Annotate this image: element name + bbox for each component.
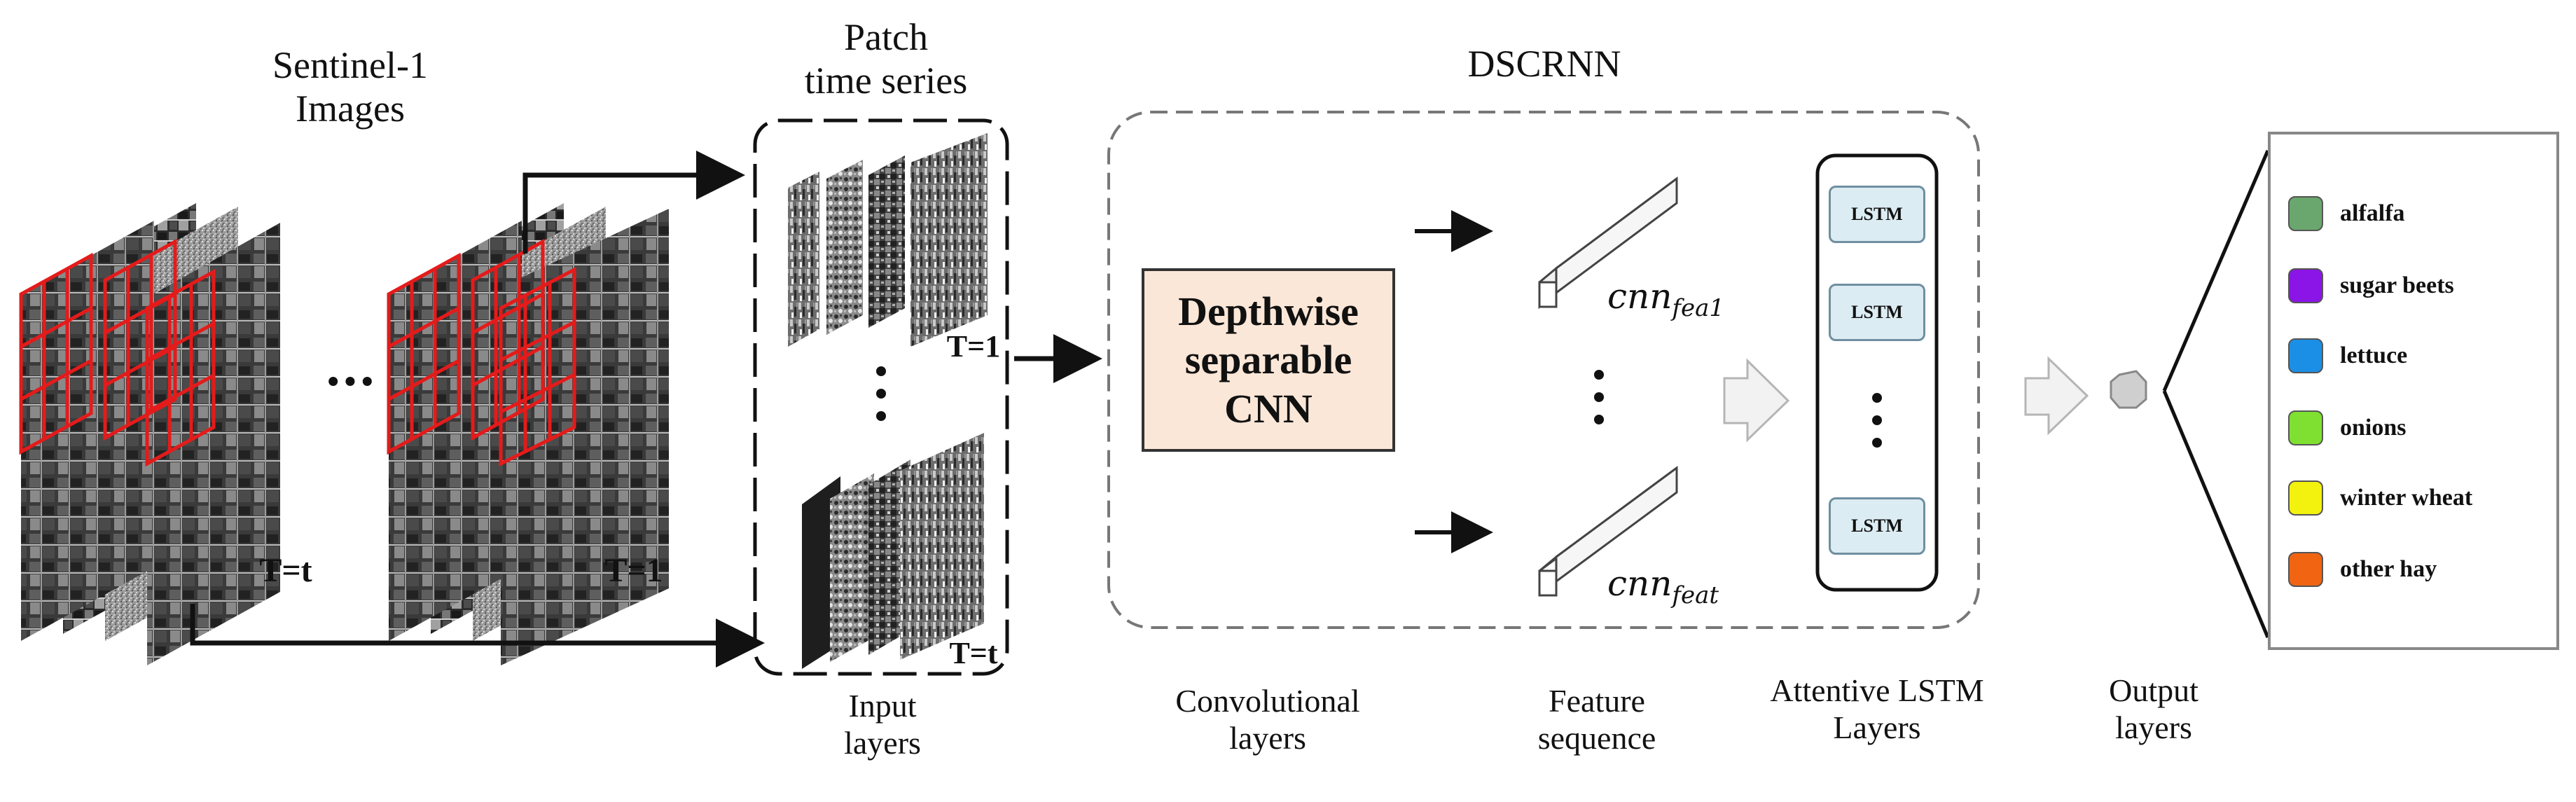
- red-grid-overlay-2: [387, 238, 576, 467]
- stack-ellipsis: ···: [324, 352, 376, 410]
- legend-swatch: [2288, 410, 2323, 445]
- legend-label: lettuce: [2340, 343, 2408, 368]
- legend-swatch: [2288, 196, 2323, 231]
- legend-item-lettuce: lettuce: [2288, 336, 2407, 375]
- legend-label: other hay: [2340, 556, 2437, 582]
- legend-label: onions: [2340, 415, 2407, 441]
- patch-title-line2: time series: [804, 60, 968, 102]
- dscrnn-box: [1107, 111, 1980, 629]
- caption-feature-line2: sequence: [1537, 719, 1656, 756]
- caption-conv-line2: layers: [1229, 719, 1306, 756]
- patch-stack-bottom: [802, 433, 984, 669]
- patch-box: [753, 118, 1009, 676]
- legend-swatch: [2288, 268, 2323, 303]
- fan-line-bottom: [2162, 390, 2270, 638]
- arrow-bottom-to-patch: [190, 604, 765, 668]
- image-stack-1: [387, 203, 669, 665]
- cnn-box-line1: Depthwise: [1178, 288, 1359, 334]
- cnn-box-line3: CNN: [1224, 385, 1313, 431]
- sentinel-title: Sentinel-1 Images: [210, 43, 490, 130]
- lstm-cell-1: LSTM: [1829, 186, 1925, 243]
- lstm-cell-2: LSTM: [1829, 284, 1925, 341]
- hollow-arrow-to-output: [2024, 356, 2089, 436]
- feature-vector-1: [1538, 177, 1678, 310]
- red-grid-overlay: [19, 238, 216, 467]
- patch-title: Patch time series: [753, 15, 1019, 102]
- caption-attentive-lstm-layers: Attentive LSTM Layers: [1730, 672, 2024, 747]
- feature-label-1-base: cnn: [1607, 276, 1673, 317]
- legend-item-other-hay: other hay: [2288, 550, 2437, 589]
- fan-line-top: [2162, 150, 2270, 392]
- legend-item-onions: onions: [2288, 408, 2407, 448]
- caption-convolutional-layers: Convolutional layers: [1121, 683, 1415, 757]
- patch-title-line1: Patch: [844, 16, 928, 58]
- feature-vector-t: [1538, 466, 1678, 597]
- caption-output-line1: Output: [2109, 672, 2198, 708]
- arrow-top-to-patch: [522, 151, 745, 254]
- patch-time-label-t: T=t: [949, 636, 998, 670]
- feature-label-1-sub: fea1: [1672, 294, 1725, 322]
- legend-label: winter wheat: [2340, 485, 2473, 511]
- legend-label: alfalfa: [2340, 200, 2405, 226]
- hollow-arrow-to-lstm: [1723, 358, 1790, 443]
- cnn-box-line2: separable: [1184, 337, 1352, 383]
- time-label-1: T=1: [604, 552, 663, 589]
- legend-item-winter-wheat: winter wheat: [2288, 478, 2472, 518]
- legend-swatch: [2288, 338, 2323, 373]
- dscrnn-title: DSCRNN: [1467, 43, 1621, 85]
- sat-image-front: [147, 223, 280, 665]
- lstm-vertical-ellipsis: [1872, 393, 1882, 448]
- feature-label-t-sub: feat: [1672, 581, 1719, 609]
- sentinel-title-line1: Sentinel-1: [272, 44, 428, 86]
- caption-input-line2: layers: [844, 724, 921, 761]
- depthwise-separable-cnn-box: Depthwise separable CNN: [1142, 268, 1395, 452]
- patch-time-label-1: T=1: [946, 329, 1001, 364]
- lstm-container: [1815, 153, 1939, 592]
- feature-label-1: cnnfea1: [1607, 276, 1782, 322]
- caption-conv-line1: Convolutional: [1175, 683, 1360, 719]
- legend-item-sugar-beets: sugar beets: [2288, 266, 2454, 305]
- feature-label-t: cnnfeat: [1607, 563, 1782, 609]
- caption-lstm-line1: Attentive LSTM: [1770, 672, 1984, 708]
- legend-swatch: [2288, 552, 2323, 587]
- image-stack-t: [19, 203, 280, 665]
- caption-feature-line1: Feature: [1549, 683, 1645, 719]
- output-node: [2110, 370, 2147, 409]
- lstm-cell-3: LSTM: [1829, 497, 1925, 555]
- time-label-t: T=t: [259, 552, 312, 589]
- sentinel-title-line2: Images: [296, 88, 405, 130]
- patch-stack-top: [788, 133, 988, 347]
- feature-label-t-base: cnn: [1607, 563, 1673, 604]
- caption-feature-sequence: Feature sequence: [1499, 683, 1695, 757]
- caption-output-line2: layers: [2115, 709, 2192, 745]
- caption-lstm-line2: Layers: [1833, 709, 1921, 745]
- caption-output-layers: Output layers: [2049, 672, 2259, 747]
- caption-input-layers: Input layers: [777, 688, 988, 762]
- legend-item-alfalfa: alfalfa: [2288, 194, 2405, 233]
- patch-vertical-ellipsis: [876, 366, 886, 421]
- legend-label: sugar beets: [2340, 272, 2454, 298]
- caption-input-line1: Input: [848, 688, 917, 724]
- feature-vertical-ellipsis: [1594, 370, 1604, 424]
- legend-swatch: [2288, 480, 2323, 516]
